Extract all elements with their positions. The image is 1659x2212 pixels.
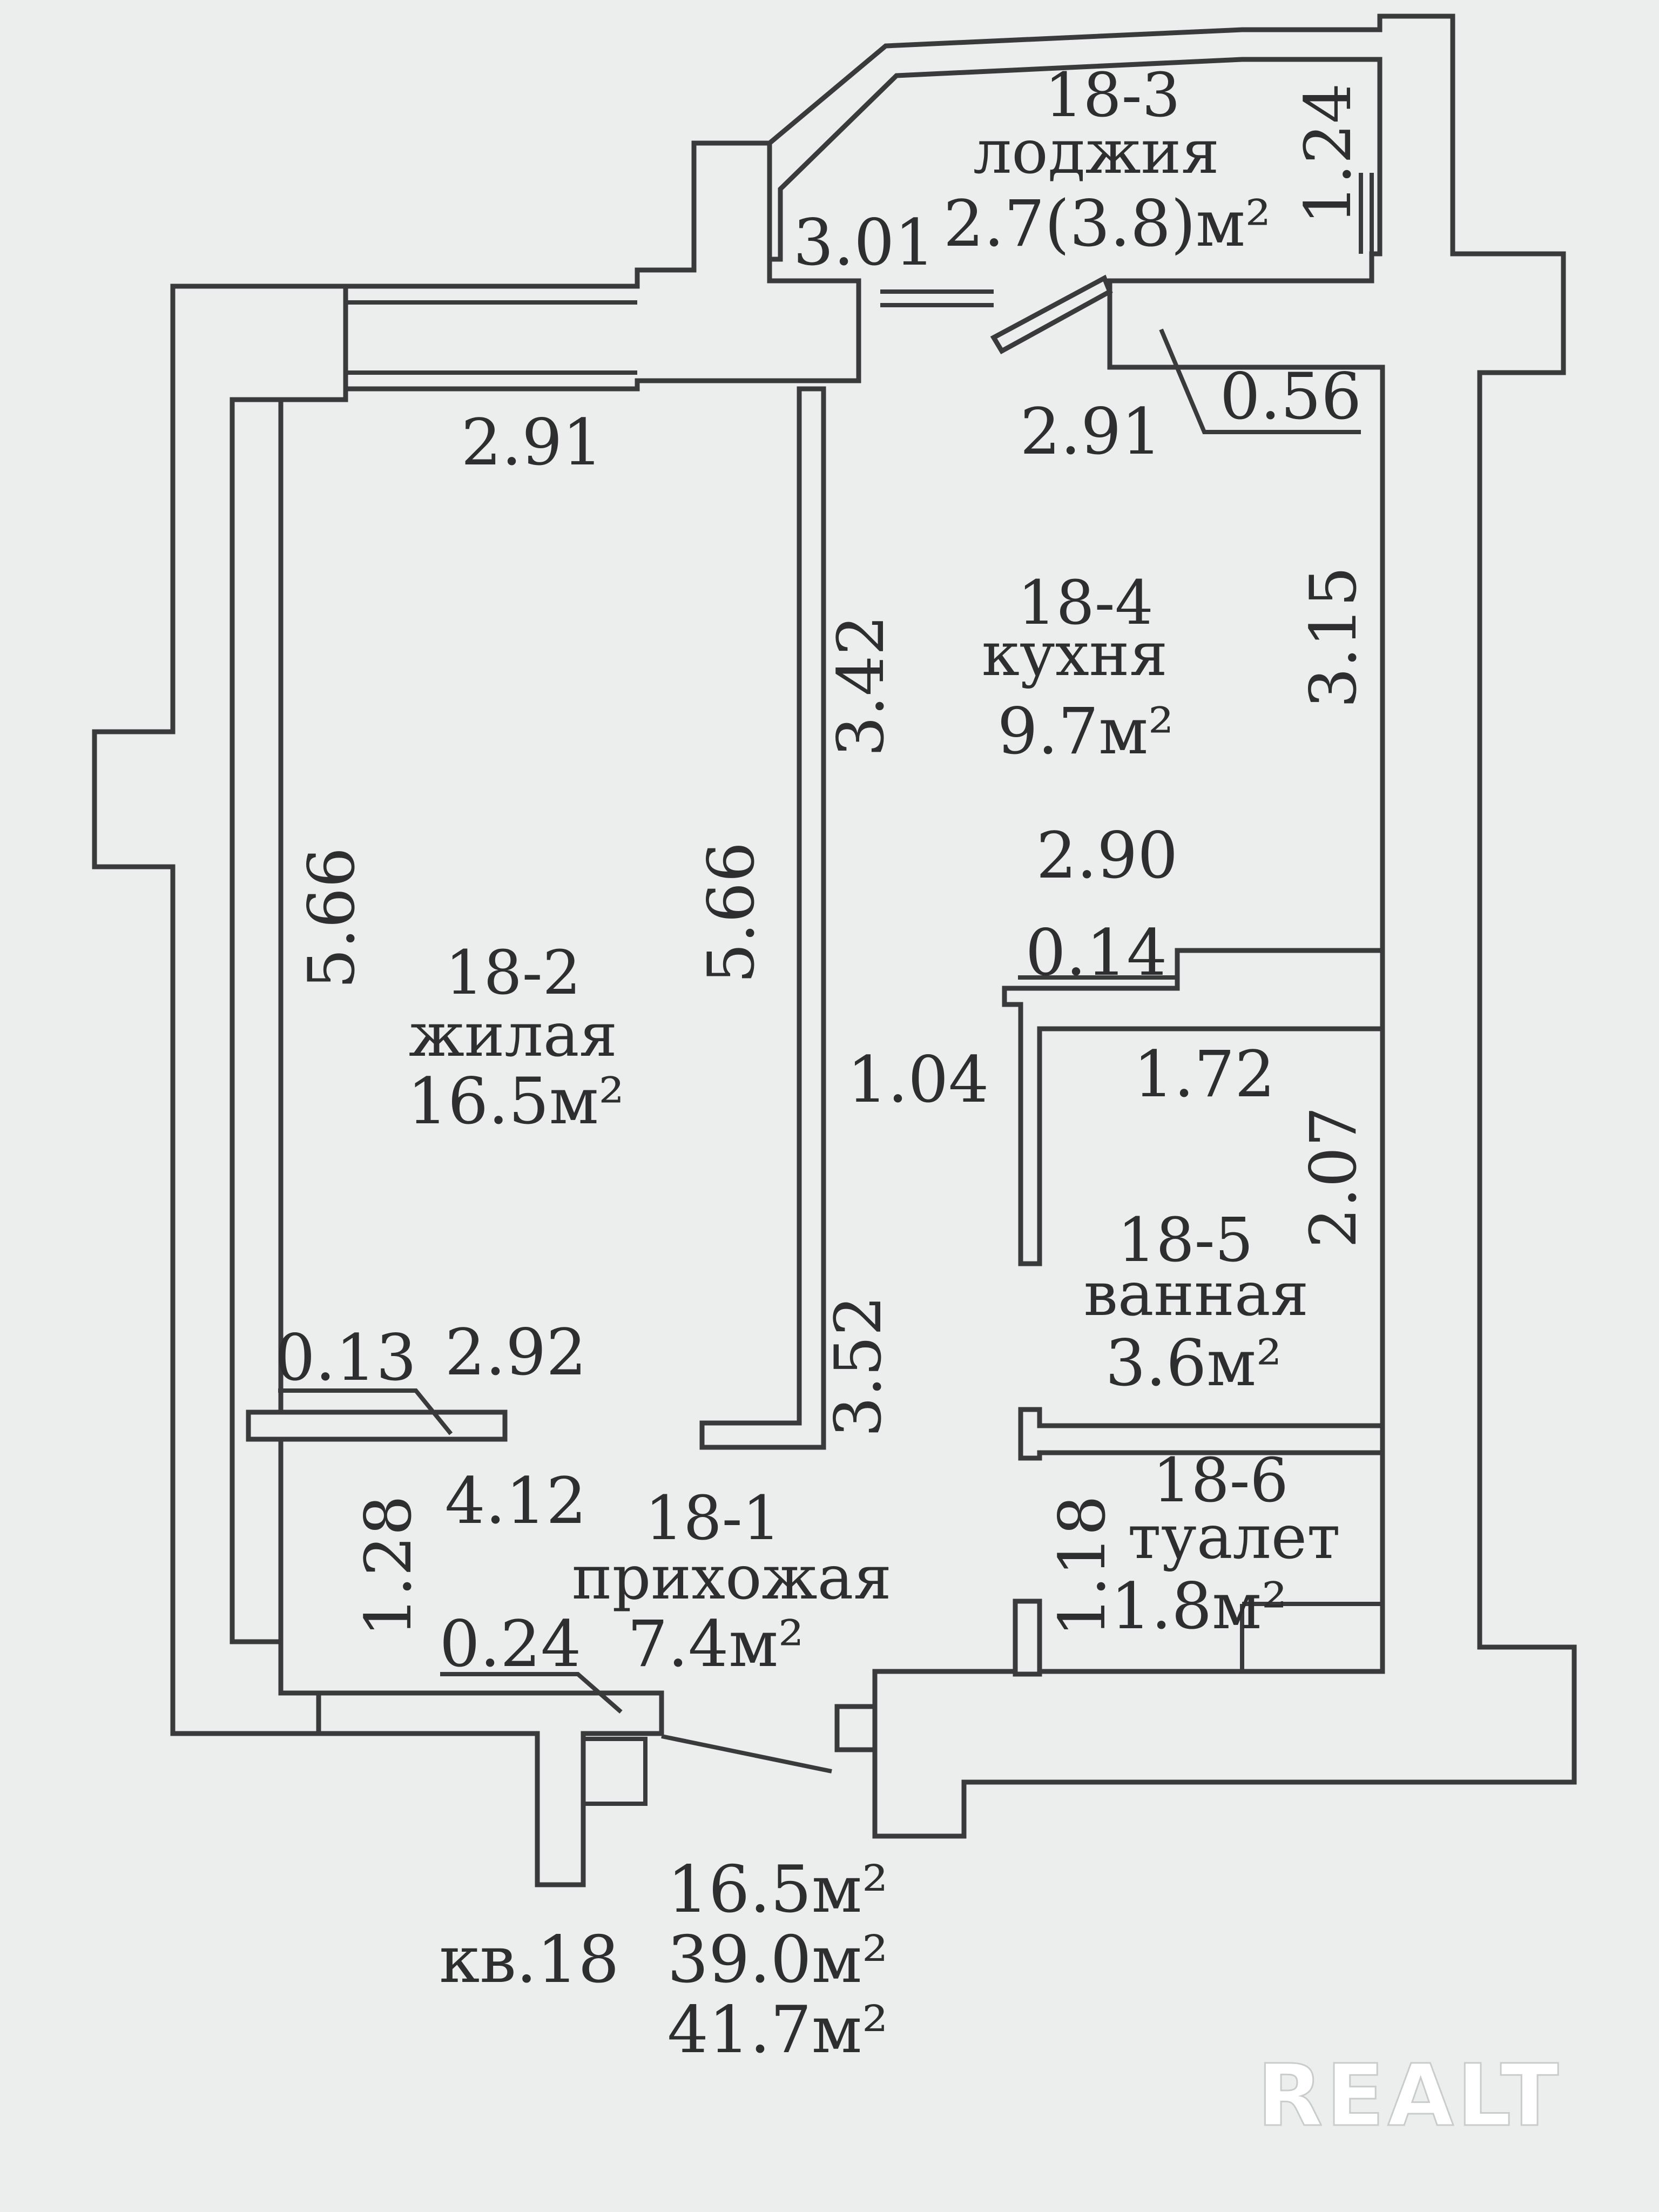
loggia-area: 2.7(3.8)м² (943, 186, 1271, 261)
dim-bath-width: 1.72 (1134, 1037, 1276, 1111)
notch-leader (1159, 328, 1361, 434)
bath-area: 3.6м² (1105, 1326, 1282, 1400)
dim-living-left: 5.66 (294, 847, 369, 989)
kitchen-name: кухня (982, 619, 1168, 690)
dim-living-right: 5.66 (694, 842, 768, 984)
entry-stub (834, 1704, 878, 1752)
kitchen-partition (699, 386, 826, 1450)
dim-toilet-height: 1.18 (1045, 1495, 1120, 1637)
entry-door-arc (661, 1734, 832, 1773)
hall-area: 7.4м² (628, 1607, 804, 1681)
total-living-area: 16.5м² (667, 1852, 888, 1927)
window-sill (346, 300, 637, 375)
walls (92, 14, 1577, 1887)
leader-013 (278, 1388, 453, 1435)
dim-entry-wall: 0.24 (440, 1607, 582, 1681)
gross-area: 41.7м² (667, 1993, 888, 2068)
toilet-fixture (1240, 1602, 1382, 1671)
kitchen-area: 9.7м² (997, 694, 1174, 768)
dim-hall-height: 1.28 (351, 1495, 426, 1637)
bottom-stub (583, 1737, 648, 1806)
realt-watermark: REALT (1257, 2046, 1562, 2146)
dim-hall-corridor: 1.04 (847, 1042, 989, 1117)
loggia-rail (779, 57, 1243, 191)
bath-number: 18-5 (1117, 1205, 1253, 1276)
dim-bath-height: 2.07 (1296, 1107, 1371, 1249)
left-inner-wall (230, 397, 284, 1644)
dim-living-bottom: 2.92 (445, 1315, 587, 1390)
loggia-door (880, 289, 994, 307)
apartment-number: кв.18 (439, 1923, 619, 1998)
living-bottom-wall (246, 1410, 508, 1442)
bottom-wall (316, 1690, 664, 1887)
hall-name: прихожая (572, 1543, 892, 1613)
living-name: жилая (409, 1000, 617, 1070)
toilet-name: туалет (1128, 1502, 1340, 1573)
dim-kitchen-notch: 0.56 (1220, 359, 1362, 434)
dim-bath-wall: 0.14 (1026, 915, 1168, 990)
dim-living-bottom-wall: 0.13 (275, 1320, 417, 1395)
dim-loggia-width: 1.24 (1291, 83, 1365, 225)
dim-kitchen-partition: 3.42 (824, 615, 898, 757)
dim-loggia-length: 3.01 (793, 205, 935, 280)
dim-kitchen-width: 2.90 (1036, 818, 1178, 893)
toilet-number: 18-6 (1152, 1446, 1289, 1516)
leader-024 (440, 1672, 623, 1714)
loggia-number: 18-3 (1044, 60, 1181, 131)
kitchen-door (990, 274, 1113, 355)
total-area: 39.0м² (667, 1923, 888, 1998)
living-area: 16.5м² (407, 1064, 624, 1138)
dim-kitchen-height: 3.15 (1296, 567, 1371, 709)
loggia-pillar (1359, 173, 1374, 254)
toilet-door-wall (1013, 1599, 1042, 1677)
kitchen-number: 18-4 (1017, 568, 1154, 638)
dim-hall-partition: 3.52 (821, 1296, 895, 1438)
hall-number: 18-1 (645, 1483, 781, 1554)
top-living-wall (343, 140, 861, 392)
bath-name: ванная (1084, 1259, 1309, 1330)
dim-kitchen-top: 2.91 (1020, 394, 1162, 469)
toilet-area: 1.8м² (1111, 1569, 1287, 1643)
dim-living-top: 2.91 (461, 405, 603, 480)
loggia-name: лоджия (973, 117, 1219, 187)
bath-wall-top (1002, 948, 1385, 1266)
living-number: 18-2 (445, 938, 581, 1008)
dim-hall-width: 4.12 (445, 1464, 587, 1538)
bath-wall-bottom (1018, 1407, 1385, 1461)
